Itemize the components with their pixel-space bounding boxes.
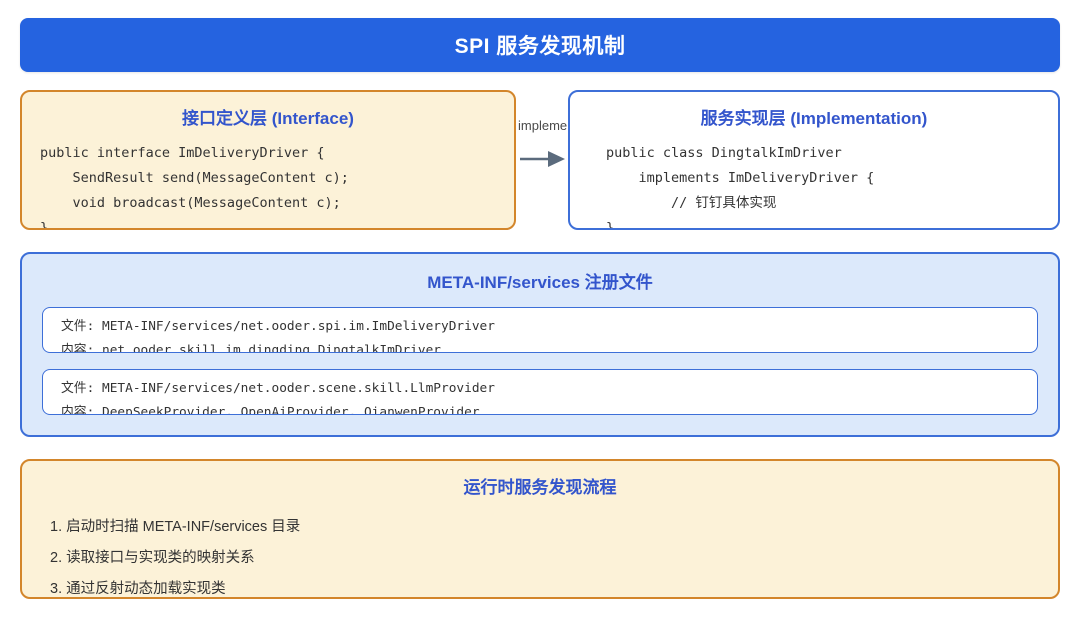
page-title: SPI 服务发现机制	[454, 35, 626, 58]
implements-connector: implements	[516, 90, 584, 230]
runtime-flow-step: 2. 读取接口与实现类的映射关系	[50, 550, 255, 566]
layer-row: 接口定义层 (Interface) public interface ImDel…	[20, 90, 1060, 230]
interface-layer-box: 接口定义层 (Interface) public interface ImDel…	[20, 90, 516, 230]
connector-label: implements	[518, 118, 585, 133]
registry-file-card: 文件: META-INF/services/net.ooder.scene.sk…	[42, 369, 1038, 415]
implementation-layer-title: 服务实现层 (Implementation)	[700, 109, 928, 128]
runtime-flow-title: 运行时服务发现流程	[463, 478, 617, 497]
arrow-right-icon	[520, 150, 566, 173]
implementation-code-block: public class DingtalkImDriver implements…	[606, 145, 875, 230]
registry-file-path: 文件: META-INF/services/net.ooder.spi.im.I…	[61, 319, 495, 334]
registry-title: META-INF/services 注册文件	[427, 273, 653, 292]
registry-panel: META-INF/services 注册文件 文件: META-INF/serv…	[20, 252, 1060, 437]
interface-layer-title: 接口定义层 (Interface)	[182, 109, 354, 128]
runtime-flow-step: 3. 通过反射动态加载实现类	[50, 581, 226, 597]
diagram-header-banner: SPI 服务发现机制	[20, 18, 1060, 72]
interface-code-block: public interface ImDeliveryDriver { Send…	[40, 145, 349, 230]
registry-file-card: 文件: META-INF/services/net.ooder.spi.im.I…	[42, 307, 1038, 353]
registry-file-content: 内容: net.ooder.skill.im.dingding.Dingtalk…	[61, 343, 441, 353]
implementation-layer-box: 服务实现层 (Implementation) public class Ding…	[568, 90, 1060, 230]
registry-file-path: 文件: META-INF/services/net.ooder.scene.sk…	[61, 381, 495, 396]
runtime-flow-panel: 运行时服务发现流程 1. 启动时扫描 META-INF/services 目录 …	[20, 459, 1060, 599]
runtime-flow-step: 1. 启动时扫描 META-INF/services 目录	[50, 519, 301, 535]
registry-file-content: 内容: DeepSeekProvider, OpenAiProvider, Qi…	[61, 405, 480, 415]
